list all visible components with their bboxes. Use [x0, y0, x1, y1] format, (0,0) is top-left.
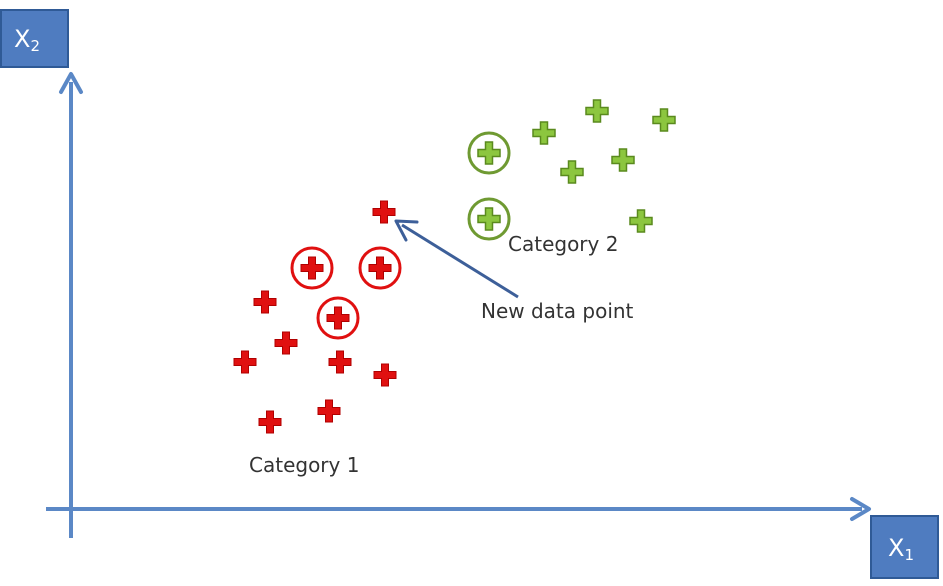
y-axis-arrowhead [59, 72, 83, 94]
new-data-point-label: New data point [481, 299, 634, 323]
category2-point [477, 207, 501, 231]
svg-text:X2: X2 [14, 25, 40, 55]
svg-text:X1: X1 [888, 534, 914, 564]
category1-point [253, 290, 277, 314]
category2-points [467, 99, 676, 241]
new-point-arrowhead [394, 219, 419, 242]
neighbor-ring [316, 296, 360, 340]
category2-point [477, 141, 501, 165]
category1-point [368, 256, 392, 280]
category2-point [629, 209, 653, 233]
category2-point [560, 160, 584, 184]
category1-point [233, 350, 257, 374]
category1-point [317, 399, 341, 423]
y-axis-label: X [14, 25, 30, 53]
x-axis-label: X [888, 534, 904, 562]
x-axis-label-box: X1 [870, 515, 939, 579]
category2-point [652, 108, 676, 132]
category2-point [532, 121, 556, 145]
x-axis-subscript: 1 [904, 546, 914, 564]
y-axis-label-box: X2 [0, 9, 69, 68]
category1-label: Category 1 [249, 453, 359, 477]
category2-label: Category 2 [508, 232, 618, 256]
category1-point [258, 410, 282, 434]
category1-point [274, 331, 298, 355]
new-point-arrow-line [401, 223, 519, 299]
neighbor-ring [290, 246, 334, 290]
new-data-point [372, 200, 396, 224]
category1-point [326, 306, 350, 330]
neighbor-ring [467, 131, 511, 175]
category1-point [328, 350, 352, 374]
category1-points [233, 246, 402, 434]
category1-point [300, 256, 324, 280]
y-axis-subscript: 2 [30, 37, 40, 55]
neighbor-ring [358, 246, 402, 290]
neighbor-ring [467, 197, 511, 241]
category2-point [611, 148, 635, 172]
category2-point [585, 99, 609, 123]
x-axis-arrowhead [850, 497, 871, 521]
category1-point [373, 363, 397, 387]
